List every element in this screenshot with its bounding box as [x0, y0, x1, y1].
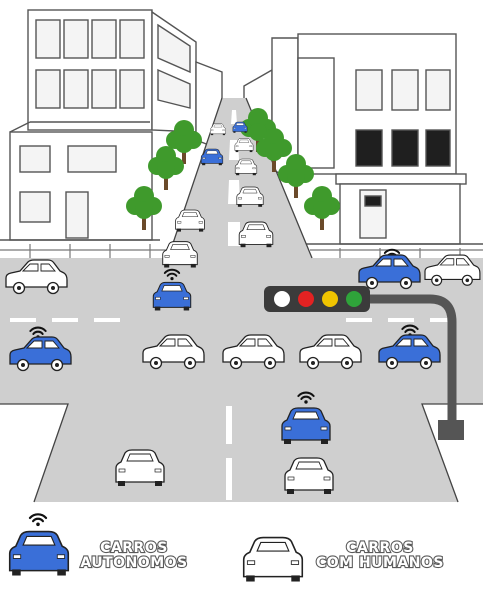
legend-autonomous-line2: AUTONOMOS [80, 555, 187, 571]
legend-autonomous-line1: CARROS [100, 540, 168, 556]
buildings-left [0, 9, 223, 241]
legend-autonomous: CARROS AUTONOMOS [8, 513, 188, 577]
legend-human: CARROS COM HUMANOS [242, 536, 445, 583]
legend-human-line1: CARROS [346, 540, 414, 556]
lane-markings [10, 110, 456, 500]
legend-human-line2: COM HUMANOS [316, 555, 444, 571]
traffic-light-icon [264, 286, 464, 440]
